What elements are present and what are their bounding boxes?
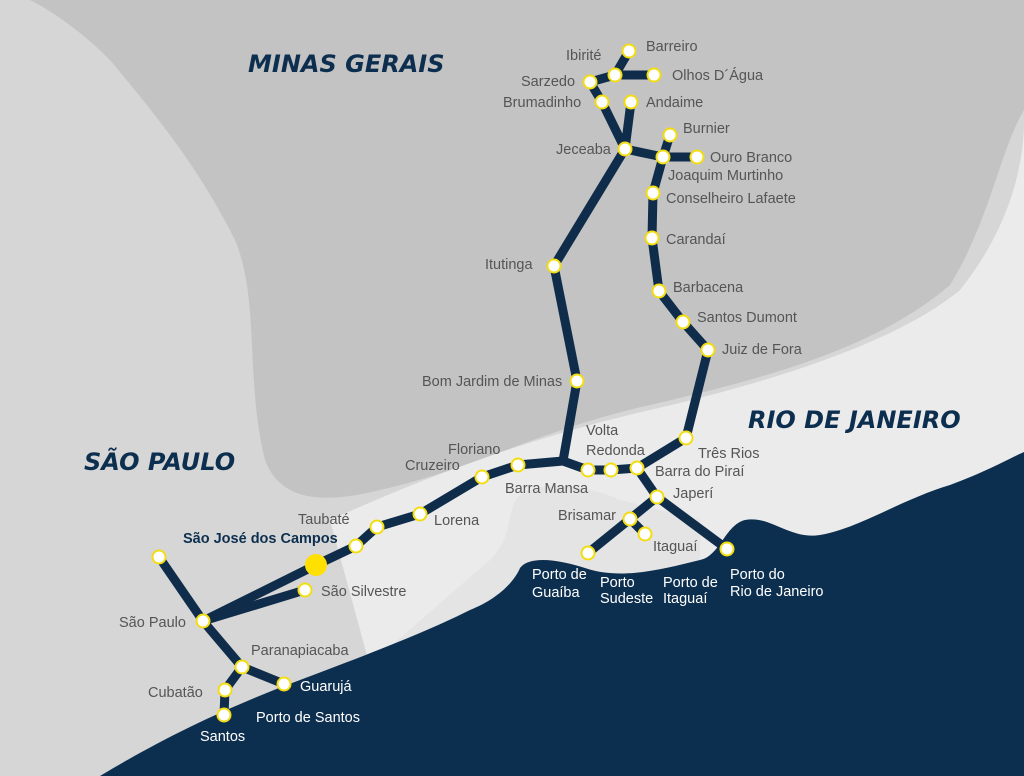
station-marker-para[interactable] [234, 659, 250, 675]
station-marker-tres[interactable] [678, 430, 694, 446]
station-marker-bmansa[interactable] [510, 457, 526, 473]
station-marker-vr2[interactable] [580, 462, 596, 478]
station-label-porto-itaguai2: Itaguaí [663, 591, 707, 607]
station-marker-vr1[interactable] [603, 462, 619, 478]
station-label-joaquim: Joaquim Murtinho [668, 168, 783, 184]
station-label-bom-jardim: Bom Jardim de Minas [422, 374, 562, 390]
station-label-sao-silvestre: São Silvestre [321, 584, 406, 600]
station-marker-juiz[interactable] [700, 342, 716, 358]
station-label-ouro-branco: Ouro Branco [710, 150, 792, 166]
station-marker-bris[interactable] [622, 511, 638, 527]
station-label-cruzeiro: Cruzeiro [405, 458, 460, 474]
station-label-barreiro: Barreiro [646, 39, 698, 55]
station-marker-cruz[interactable] [474, 469, 490, 485]
railway-line [549, 146, 629, 462]
station-marker-carandai[interactable] [644, 230, 660, 246]
station-label-japeri: Japerí [673, 486, 713, 502]
station-marker-joaquim[interactable] [655, 149, 671, 165]
minas-gerais-region [30, 0, 1024, 498]
station-marker-sdumont[interactable] [675, 314, 691, 330]
station-marker-sp[interactable] [195, 613, 211, 629]
station-marker-santos[interactable] [216, 707, 232, 723]
station-marker-sjc[interactable] [305, 554, 327, 576]
station-label-barbacena: Barbacena [673, 280, 744, 296]
station-marker-prj[interactable] [719, 541, 735, 557]
station-label-taubate: Taubaté [298, 512, 350, 528]
station-marker-barreiro[interactable] [621, 43, 637, 59]
station-marker-olhos[interactable] [646, 67, 662, 83]
state-label-sao-paulo: SÃO PAULO [84, 447, 235, 476]
station-marker-conselheiro[interactable] [645, 185, 661, 201]
stations [151, 43, 735, 723]
railway-line [155, 554, 286, 689]
station-label-porto-rj1: Porto do [730, 567, 785, 583]
station-label-santos: Santos [200, 729, 245, 745]
state-label-minas-gerais: MINAS GERAIS [248, 50, 444, 78]
station-marker-t2[interactable] [348, 538, 364, 554]
station-label-paranapiacaba: Paranapiacaba [251, 643, 349, 659]
station-label-burnier: Burnier [683, 121, 730, 137]
station-label-volta1: Volta [586, 423, 619, 439]
station-label-sjc: São José dos Campos [183, 531, 338, 547]
station-label-porto-sudeste1: Porto [600, 575, 635, 591]
station-label-barra-pirai: Barra do Piraí [655, 464, 744, 480]
station-label-cubatao: Cubatão [148, 685, 203, 701]
station-marker-brumadinho[interactable] [594, 94, 610, 110]
station-marker-sarzedo[interactable] [582, 74, 598, 90]
state-label-rio-de-janeiro: RIO DE JANEIRO [748, 406, 961, 434]
station-label-guaruja: Guarujá [300, 679, 353, 695]
station-marker-guaiba[interactable] [580, 545, 596, 561]
station-marker-lorena[interactable] [412, 506, 428, 522]
station-label-porto-guaiba2: Guaíba [532, 585, 580, 601]
station-label-volta2: Redonda [586, 443, 646, 459]
station-marker-nw[interactable] [151, 549, 167, 565]
station-marker-ouro[interactable] [689, 149, 705, 165]
station-label-andaime: Andaime [646, 95, 703, 111]
station-label-sarzedo: Sarzedo [521, 74, 575, 90]
railway-line [585, 465, 662, 557]
station-label-barra-mansa: Barra Mansa [505, 481, 589, 497]
station-label-sao-paulo: São Paulo [119, 615, 186, 631]
station-marker-japeri[interactable] [649, 489, 665, 505]
station-label-itaguai: Itaguaí [653, 539, 697, 555]
station-marker-cub[interactable] [217, 682, 233, 698]
station-marker-bomjardim[interactable] [569, 373, 585, 389]
station-marker-andaime[interactable] [623, 94, 639, 110]
railway-line [620, 101, 697, 162]
station-label-santos-dumont: Santos Dumont [697, 310, 797, 326]
station-marker-bpirai[interactable] [629, 460, 645, 476]
railway-line [201, 585, 307, 626]
station-label-brumadinho: Brumadinho [503, 95, 581, 111]
station-label-brisamar: Brisamar [558, 508, 616, 524]
station-label-porto-itaguai1: Porto de [663, 575, 718, 591]
station-marker-silv[interactable] [297, 582, 313, 598]
station-marker-guar[interactable] [276, 676, 292, 692]
station-label-jeceaba: Jeceaba [556, 142, 612, 158]
station-marker-itutinga[interactable] [546, 258, 562, 274]
railway-line [654, 493, 730, 553]
station-marker-burnier[interactable] [662, 127, 678, 143]
station-label-porto-sudeste2: Sudeste [600, 591, 653, 607]
station-marker-itag[interactable] [637, 526, 653, 542]
station-label-porto-santos: Porto de Santos [256, 710, 360, 726]
station-marker-taub[interactable] [369, 519, 385, 535]
station-label-tres-rios: Três Rios [698, 446, 760, 462]
station-marker-ibirite[interactable] [607, 67, 623, 83]
station-label-itutinga: Itutinga [485, 257, 533, 273]
station-label-ibirite: Ibirité [566, 48, 601, 64]
station-label-conselheiro: Conselheiro Lafaete [666, 191, 796, 207]
station-label-olhos: Olhos D´Água [672, 67, 764, 84]
station-label-porto-rj2: Rio de Janeiro [730, 584, 824, 600]
station-label-juiz: Juiz de Fora [722, 342, 803, 358]
station-label-lorena: Lorena [434, 513, 480, 529]
station-label-carandai: Carandaí [666, 232, 726, 248]
station-label-floriano: Floriano [448, 442, 500, 458]
station-marker-barbacena[interactable] [651, 283, 667, 299]
sea [100, 452, 1024, 776]
station-marker-jeceaba[interactable] [617, 141, 633, 157]
station-label-porto-guaiba1: Porto de [532, 567, 587, 583]
